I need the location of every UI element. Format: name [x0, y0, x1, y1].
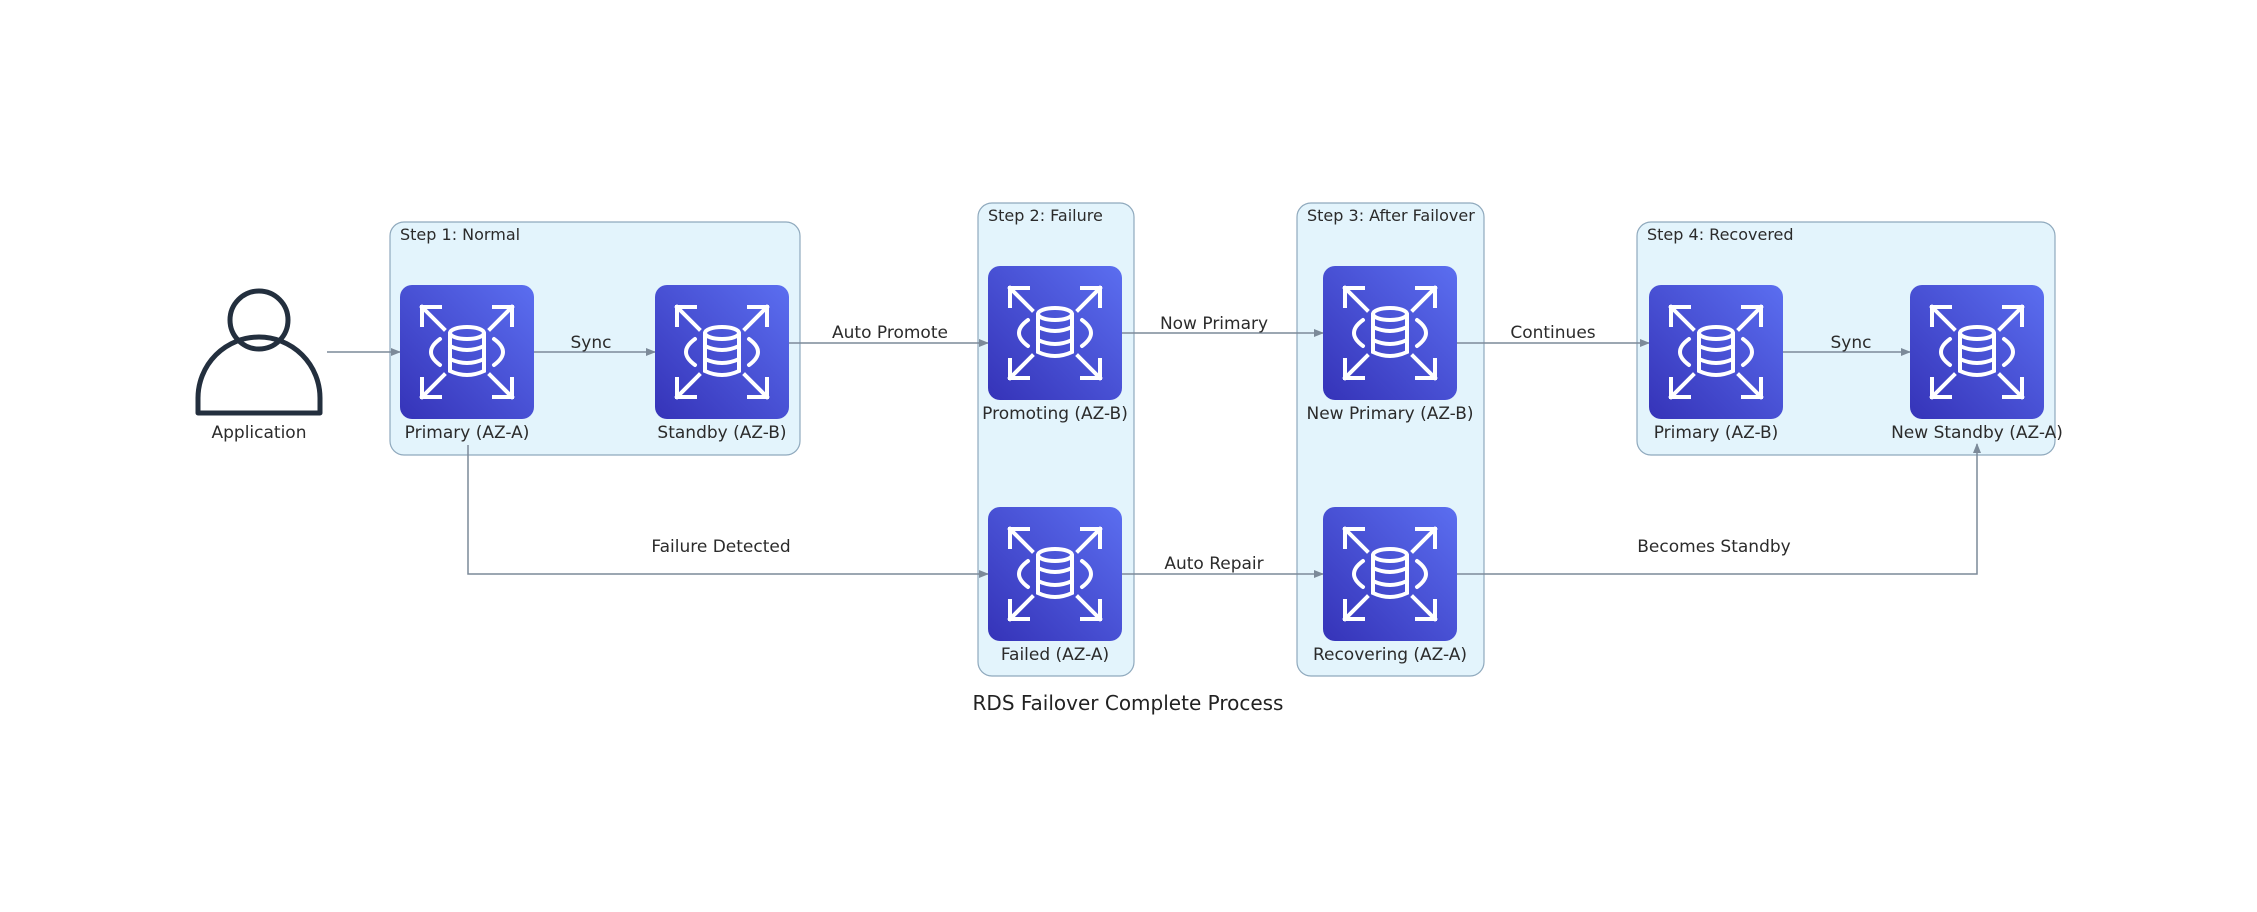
edge-label-now-primary: Now Primary: [1160, 314, 1268, 334]
diagram-title: RDS Failover Complete Process: [973, 691, 1284, 715]
db-node-primary-az-a[interactable]: Primary (AZ-A): [400, 285, 534, 443]
db-label-new-standby-az-a: New Standby (AZ-A): [1891, 423, 2063, 443]
db-label-recovering-az-a: Recovering (AZ-A): [1313, 645, 1467, 665]
edge-label-sync-2: Sync: [1831, 333, 1872, 353]
application-node[interactable]: Application: [195, 288, 323, 443]
edge-failure-detected: [467, 445, 989, 578]
edge-label-sync-1: Sync: [571, 333, 612, 353]
db-label-standby-az-b: Standby (AZ-B): [657, 423, 786, 443]
db-node-new-standby-az-a[interactable]: New Standby (AZ-A): [1891, 285, 2063, 443]
edge-label-continues: Continues: [1510, 323, 1595, 343]
cluster-step-1-label: Step 1: Normal: [400, 225, 520, 244]
edge-label-failure-detected: Failure Detected: [651, 537, 790, 557]
cluster-step-2-label: Step 2: Failure: [988, 206, 1103, 225]
edge-becomes-standby: [1457, 443, 1981, 575]
application-label: Application: [212, 423, 307, 443]
db-node-failed-az-a[interactable]: Failed (AZ-A): [988, 507, 1122, 665]
cluster-step-4-label: Step 4: Recovered: [1647, 225, 1794, 244]
user-icon: [195, 288, 323, 416]
db-label-new-primary-az-b: New Primary (AZ-B): [1306, 404, 1473, 424]
cluster-step-3-label: Step 3: After Failover: [1307, 206, 1475, 225]
edge-label-auto-repair: Auto Repair: [1164, 554, 1263, 574]
edge-label-auto-promote: Auto Promote: [832, 323, 948, 343]
db-node-promoting-az-b[interactable]: Promoting (AZ-B): [982, 266, 1128, 424]
edge-label-becomes-standby: Becomes Standby: [1637, 537, 1790, 557]
db-node-primary-az-b[interactable]: Primary (AZ-B): [1649, 285, 1783, 443]
edges: [327, 329, 1981, 578]
db-node-recovering-az-a[interactable]: Recovering (AZ-A): [1313, 507, 1467, 665]
db-node-standby-az-b[interactable]: Standby (AZ-B): [655, 285, 789, 443]
db-label-failed-az-a: Failed (AZ-A): [1001, 645, 1109, 665]
db-label-promoting-az-b: Promoting (AZ-B): [982, 404, 1128, 424]
db-label-primary-az-b: Primary (AZ-B): [1654, 423, 1779, 443]
db-label-primary-az-a: Primary (AZ-A): [405, 423, 530, 443]
db-node-new-primary-az-b[interactable]: New Primary (AZ-B): [1306, 266, 1474, 424]
